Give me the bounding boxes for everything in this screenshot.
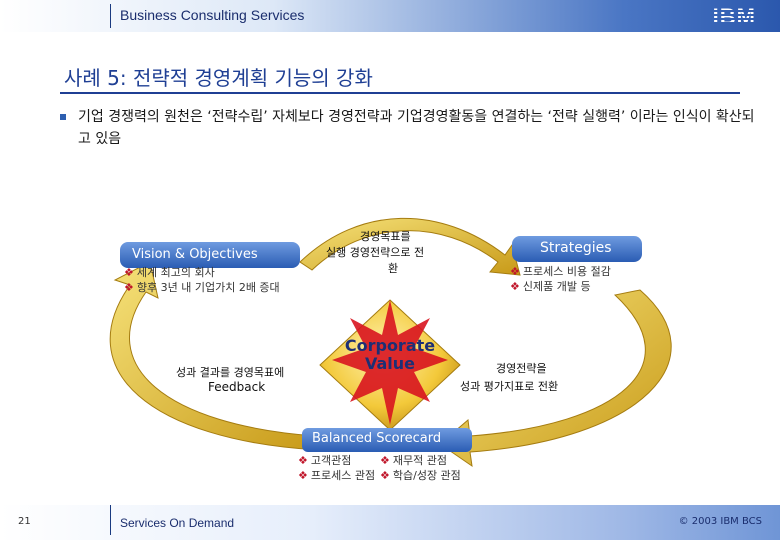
strategies-title: Strategies [540,240,612,256]
bsc-item-4: ❖학습/성장 관점 [380,469,461,482]
bullet-square-icon [60,114,66,120]
corporate-value-label: Corporate Value [344,336,436,373]
diamond-bullet-icon: ❖ [298,469,308,482]
footer-separator [110,505,111,535]
header-bar: Business Consulting Services IBM [0,0,780,32]
strategies-box [512,236,642,262]
diamond-bullet-icon: ❖ [510,280,520,293]
arrow-top-label-2: 실행 경영전략으로 전 [326,246,425,259]
title-divider [60,92,740,94]
diamond-bullet-icon: ❖ [380,469,390,482]
bsc-item-2: ❖재무적 관점 [380,454,447,467]
diamond-bullet-icon: ❖ [124,266,134,279]
diamond-bullet-icon: ❖ [510,265,520,278]
vision-item-1: ❖세계 최고의 회사 [124,266,215,279]
bullet-text: 기업 경쟁력의 원천은 ‘전략수립’ 자체보다 경영전략과 기업경영활동을 연결… [78,109,755,147]
footer-copyright: © 2003 IBM BCS [678,516,762,527]
company-name: Business Consulting Services [120,7,305,23]
bsc-box [302,428,472,452]
arrow-left-label-2: Feedback [208,380,266,394]
arrow-top-label-1: 경영목표를 [360,230,411,243]
arrow-right-label-1: 경영전략을 [496,362,547,375]
arrow-right-label-2: 성과 평가지표로 전환 [460,380,559,393]
bsc-item-1: ❖고객관점 [298,454,352,467]
diamond-bullet-icon: ❖ [380,454,390,467]
bsc-title: Balanced Scorecard [312,431,442,446]
vision-box [120,242,300,268]
vision-title: Vision & Objectives [132,247,258,262]
vision-item-2: ❖향후 3년 내 기업가치 2배 증대 [124,281,280,294]
strategies-item-1: ❖프로세스 비용 절감 [510,265,611,278]
arrow-top-label-3: 환 [388,262,399,275]
header-separator [110,4,111,28]
footer-bar [0,505,780,540]
footer-tagline: Services On Demand [120,516,235,530]
star-burst-icon [332,300,448,425]
strategies-item-2: ❖신제품 개발 등 [510,280,591,293]
arrow-left-label-1: 성과 결과를 경영목표에 [176,366,285,379]
bsc-item-3: ❖프로세스 관점 [298,469,376,482]
diamond-bullet-icon: ❖ [298,454,308,467]
page-number: 21 [18,516,31,527]
diamond-bullet-icon: ❖ [124,281,134,294]
page-title: 사례 5: 전략적 경영계획 기능의 강화 [64,66,373,90]
bullet-point: 기업 경쟁력의 원천은 ‘전략수립’ 자체보다 경영전략과 기업경영활동을 연결… [60,106,760,150]
ibm-logo: IBM [712,4,756,29]
arrow-top [299,217,521,276]
